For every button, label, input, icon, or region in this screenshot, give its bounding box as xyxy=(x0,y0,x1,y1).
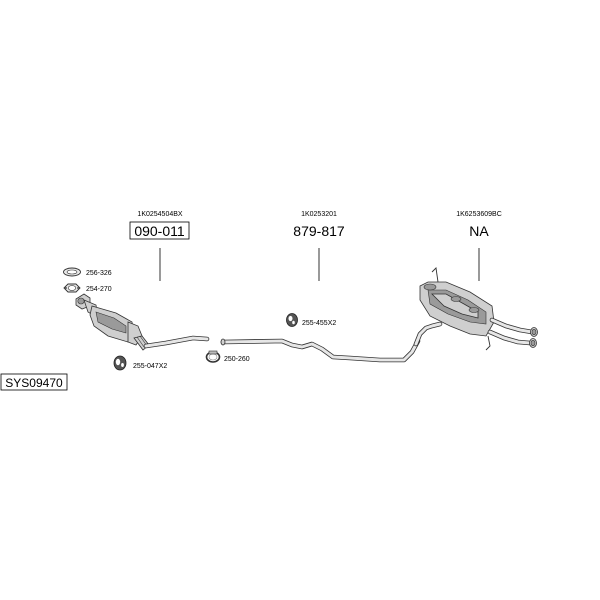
rubber-hanger-icon xyxy=(286,313,298,327)
accessory-clamp-250-260[interactable]: 250-260 xyxy=(205,350,250,363)
accessory-code: 250-260 xyxy=(224,356,250,363)
rear-silencer-group[interactable]: 1K6253609BC NA xyxy=(413,211,538,351)
part-number[interactable]: 879-817 xyxy=(293,223,345,239)
part-number-box xyxy=(129,221,190,240)
accessory-code: 254-270 xyxy=(86,286,112,293)
catalytic-converter-part[interactable] xyxy=(75,293,210,351)
accessory-code: 255-455X2 xyxy=(302,320,336,327)
rubber-hanger-icon xyxy=(113,355,127,371)
oem-number: 1K6253609BC xyxy=(456,211,502,218)
accessory-code: 255-047X2 xyxy=(133,363,167,370)
catalyst-group[interactable]: 1K0254504BX 090-011 xyxy=(75,211,210,351)
system-code: SYS09470 xyxy=(5,376,63,390)
accessory-code: 256-326 xyxy=(86,270,112,277)
rear-silencer-part[interactable] xyxy=(413,267,538,351)
oem-number: 1K0254504BX xyxy=(137,211,182,218)
accessory-gasket-254-270[interactable]: 254-270 xyxy=(63,283,112,293)
gasket-ring-icon xyxy=(63,267,81,277)
system-code-label: SYS09470 xyxy=(0,373,68,391)
oem-number: 1K0253201 xyxy=(301,211,337,218)
part-number[interactable]: NA xyxy=(469,223,489,239)
accessory-gasket-256-326[interactable]: 256-326 xyxy=(63,267,112,277)
flange-gasket-icon xyxy=(63,283,81,293)
middle-pipe-part[interactable] xyxy=(220,338,421,363)
accessory-hanger-255-455x2[interactable]: 255-455X2 xyxy=(286,313,337,328)
part-number[interactable]: 090-011 xyxy=(134,223,185,239)
accessory-hanger-255-047x2[interactable]: 255-047X2 xyxy=(113,355,167,371)
pipe-clamp-icon xyxy=(205,350,221,363)
middle-pipe-group[interactable]: 1K0253201 879-817 xyxy=(220,211,421,363)
